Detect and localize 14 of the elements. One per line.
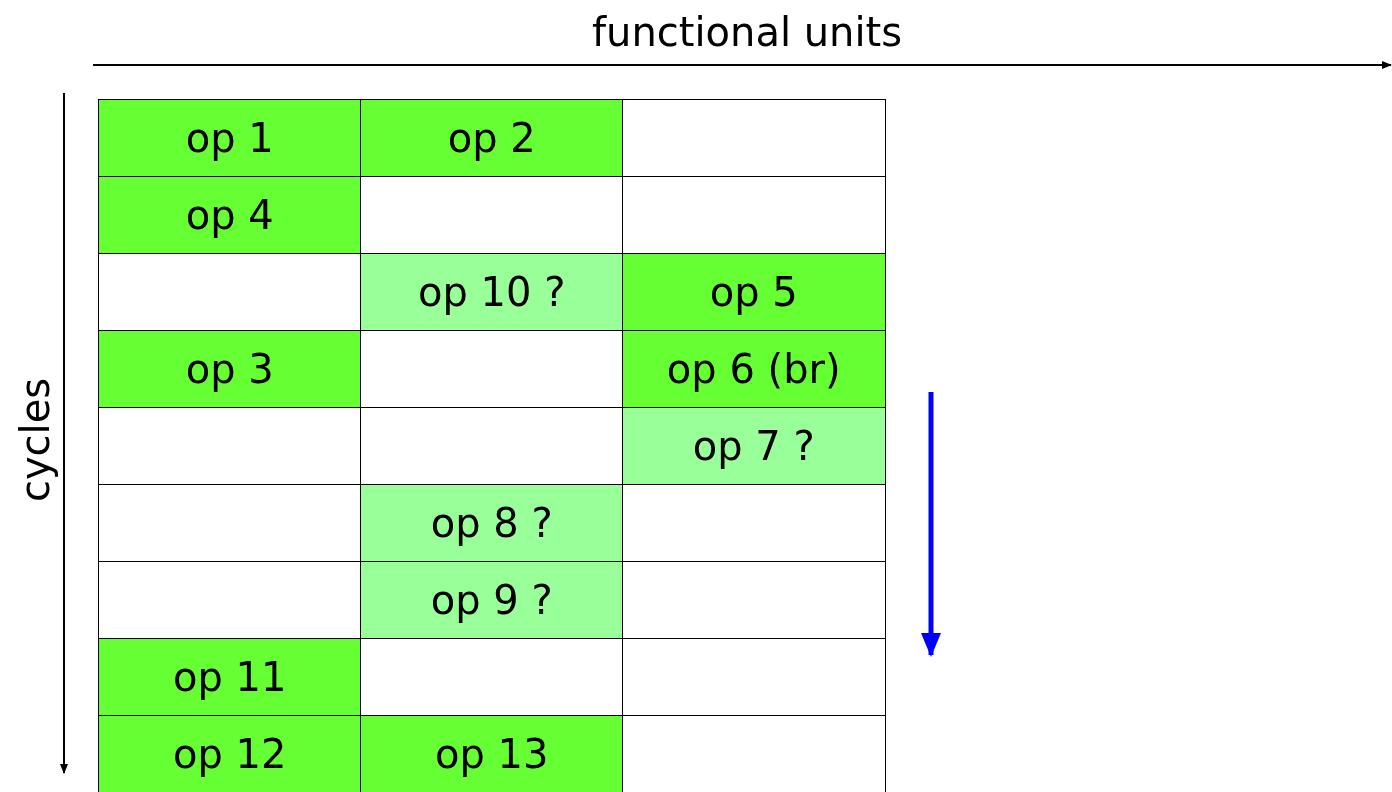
operation-cell: op 1 xyxy=(98,99,362,178)
operation-cell: op 8 ? xyxy=(360,484,624,563)
axis-title: functional units xyxy=(592,12,903,52)
operation-cell: op 2 xyxy=(360,99,624,178)
operation-cell: op 3 xyxy=(98,330,362,409)
operation-cell: op 10 ? xyxy=(360,253,624,332)
operation-cell: op 12 xyxy=(98,715,362,792)
operation-cell: op 6 (br) xyxy=(622,330,886,409)
operation-cell: op 9 ? xyxy=(360,561,624,640)
operation-cell: op 5 xyxy=(622,253,886,332)
operation-cell: op 4 xyxy=(98,176,362,255)
operation-cell: op 7 ? xyxy=(622,407,886,486)
operation-cell: op 11 xyxy=(98,638,362,717)
operation-cell: op 13 xyxy=(360,715,624,792)
